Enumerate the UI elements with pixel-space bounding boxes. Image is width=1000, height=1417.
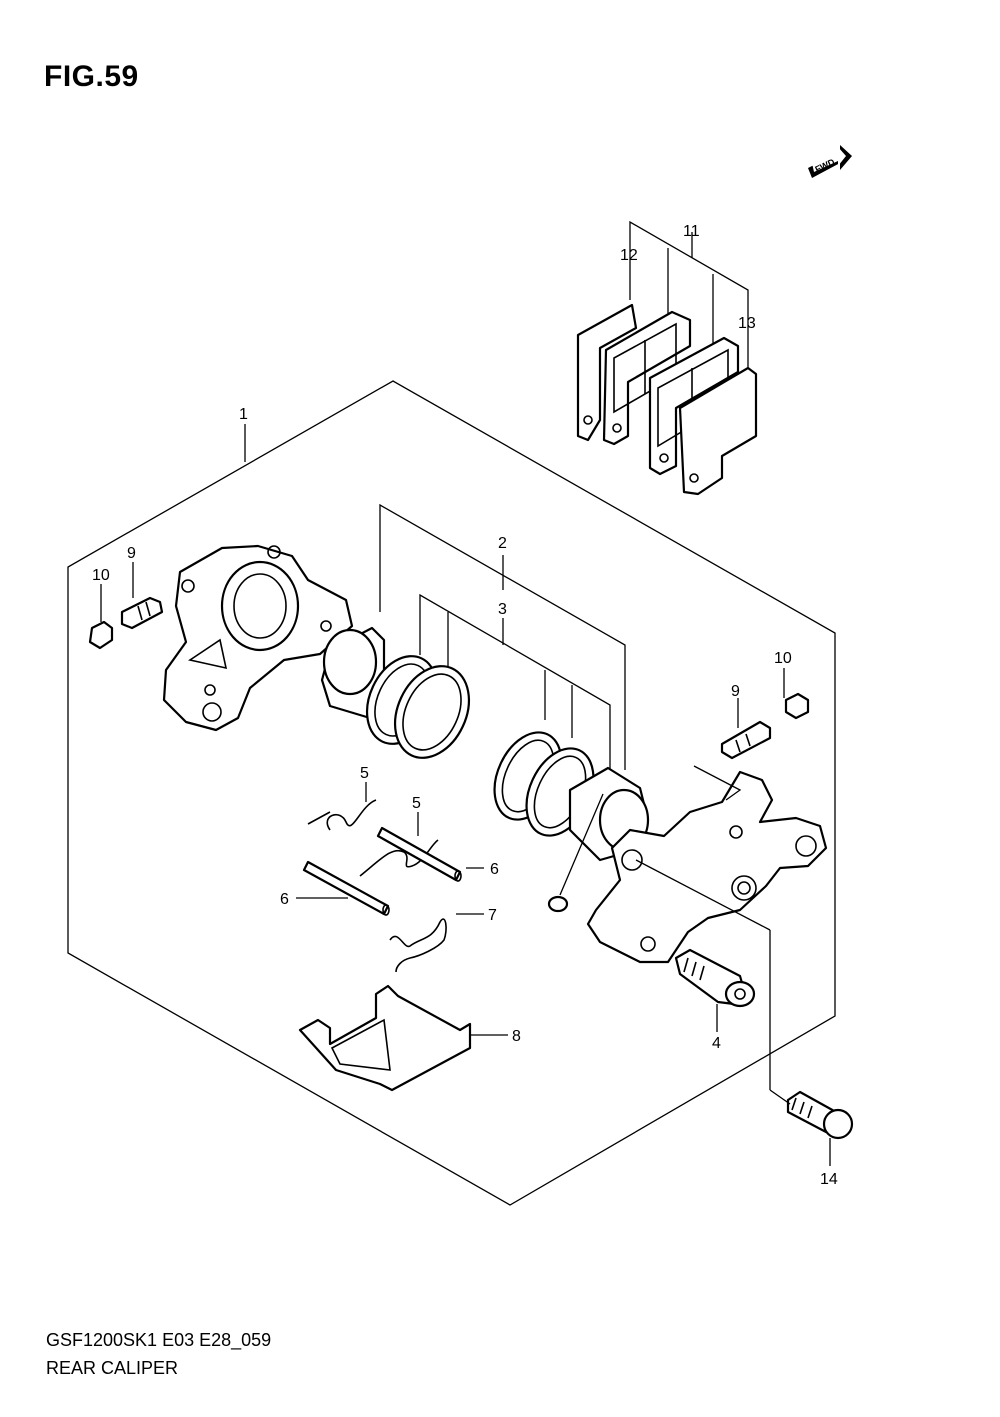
pad-pin-upper [376, 826, 462, 882]
bleeder-cap-right [784, 692, 810, 720]
caliper-bolt [674, 948, 756, 1008]
callout-9a: 9 [127, 545, 136, 562]
brake-pad-shim-right [678, 366, 758, 496]
callout-2: 2 [498, 535, 507, 552]
callout-7: 7 [488, 907, 497, 924]
callout-11: 11 [683, 223, 700, 240]
model-code: GSF1200SK1 E03 E28_059 [46, 1330, 272, 1350]
pad-retainer-clip [389, 918, 447, 973]
figure-title: FIG.59 [44, 60, 139, 93]
bleeder-valve-right [720, 720, 772, 760]
callout-10b: 10 [774, 650, 792, 667]
callout-5b: 5 [412, 795, 421, 812]
callout-3: 3 [498, 601, 507, 618]
seal-left-outer [394, 665, 470, 759]
pad-spring-upper [307, 799, 377, 831]
bleeder-valve-left [120, 596, 164, 630]
callout-4: 4 [712, 1035, 721, 1052]
callout-14: 14 [820, 1171, 838, 1188]
leader-lines [100, 424, 831, 1166]
bracket-lines-pads [629, 220, 749, 367]
pad-guide-plate [298, 984, 472, 1092]
callout-8: 8 [512, 1028, 521, 1045]
callout-12: 12 [620, 247, 638, 264]
section-name: REAR CALIPER [46, 1358, 179, 1378]
caliper-outer-half [162, 544, 354, 732]
callout-5a: 5 [360, 765, 369, 782]
fwd-arrow-icon: FWD [808, 145, 852, 178]
callout-1: 1 [239, 406, 248, 423]
caliper-inner-half [586, 770, 828, 964]
bleeder-cap-left [88, 620, 114, 650]
brake-pad-shim-left [576, 303, 638, 442]
assembly-outline [67, 380, 836, 1206]
callout-6a: 6 [490, 861, 499, 878]
pad-pin-lower [302, 860, 390, 916]
callout-9b: 9 [731, 683, 740, 700]
callout-13: 13 [738, 315, 756, 332]
bracket-lines-2-3 [379, 503, 626, 790]
mounting-bolt [786, 1090, 854, 1140]
washer [547, 793, 604, 913]
callout-6b: 6 [280, 891, 289, 908]
callout-10a: 10 [92, 567, 110, 584]
